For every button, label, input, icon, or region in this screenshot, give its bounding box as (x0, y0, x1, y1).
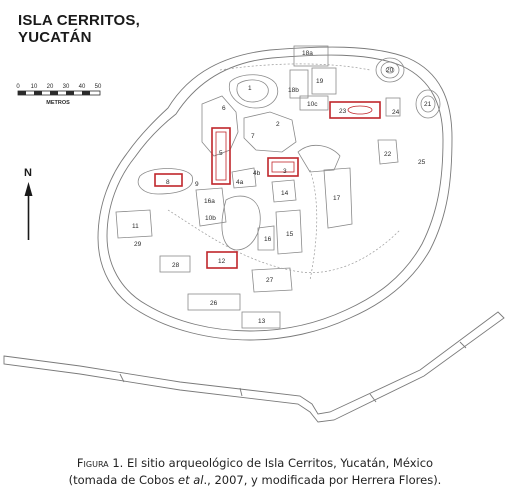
label-structure-14: 14 (281, 190, 289, 197)
highlighted-structures (154, 101, 381, 269)
label-structure-2: 2 (276, 121, 280, 128)
label-structure-4a: 4a (236, 179, 244, 186)
highlight-structure-23-inner (347, 105, 373, 115)
map-title-line2: YUCATÁN (18, 29, 92, 46)
footpaths (167, 63, 401, 281)
label-structure-5: 5 (219, 150, 223, 157)
label-structure-28: 28 (172, 262, 180, 269)
caption-text-2b: ., 2007, y modificada por Herrera Flores… (203, 473, 442, 487)
figure-label: Figura 1. (76, 456, 124, 470)
label-structure-18b: 18b (288, 87, 299, 94)
label-structure-8: 8 (166, 179, 170, 186)
label-structure-4b: 4b (253, 170, 261, 177)
label-structure-6: 6 (222, 105, 226, 112)
scale-tick-20: 20 (47, 84, 54, 90)
label-structure-26: 26 (210, 300, 218, 307)
label-structure-23: 23 (339, 108, 347, 115)
label-structure-22: 22 (384, 151, 392, 158)
label-structure-3: 3 (283, 168, 287, 175)
label-structure-16: 16 (264, 236, 272, 243)
island-outline (97, 46, 453, 341)
label-structure-21: 21 (424, 101, 432, 108)
label-structure-1: 1 (248, 85, 252, 92)
scale-tick-30: 30 (63, 84, 70, 90)
north-arrow: N (24, 167, 33, 240)
north-arrow-head-icon (24, 182, 33, 196)
highlight-structure-12 (206, 251, 238, 269)
structure-outlines (115, 45, 441, 329)
scale-unit: METROS (46, 100, 70, 106)
label-structure-16a: 16a (204, 198, 215, 205)
north-label: N (24, 167, 32, 179)
highlight-structure-5-inner (215, 131, 227, 181)
highlight-structure-23 (329, 101, 381, 119)
label-structure-13: 13 (258, 318, 266, 325)
caption-text-1: El sitio arqueológico de Isla Cerritos, … (123, 456, 434, 470)
scale-tick-50: 50 (95, 84, 102, 90)
label-structure-24: 24 (392, 109, 400, 116)
scale-tick-0: 0 (16, 84, 20, 90)
figure-caption-line1: Figura 1. El sitio arqueológico de Isla … (0, 456, 510, 470)
structure-labels: 1 2 3 4a 4b 5 6 7 8 9 10b 10c 11 12 13 1… (132, 50, 432, 325)
label-structure-9: 9 (195, 181, 199, 188)
figure-caption-line2: (tomada de Cobos et al., 2007, y modific… (0, 473, 510, 487)
label-structure-20: 20 (386, 67, 394, 74)
label-structure-7: 7 (251, 133, 255, 140)
highlight-structure-3-inner (271, 161, 295, 173)
label-structure-18a: 18a (302, 50, 313, 57)
map-title-line1: ISLA CERRITOS, (18, 12, 140, 29)
label-structure-19: 19 (316, 78, 324, 85)
label-structure-10c: 10c (307, 101, 318, 108)
scale-tick-40: 40 (79, 84, 86, 90)
label-structure-11: 11 (132, 223, 139, 230)
label-structure-17: 17 (333, 195, 341, 202)
label-structure-15: 15 (286, 231, 294, 238)
label-structure-12: 12 (218, 258, 226, 265)
highlight-structure-5 (211, 127, 231, 185)
caption-text-2a: (tomada de Cobos (68, 473, 179, 487)
scale-bar: 0 10 20 30 40 50 METROS (16, 84, 102, 106)
highlight-structure-8 (154, 173, 183, 187)
highlight-structure-3 (267, 157, 299, 177)
label-structure-29: 29 (134, 241, 142, 248)
label-structure-27: 27 (266, 277, 274, 284)
scale-tick-10: 10 (31, 84, 38, 90)
sea-wall (3, 311, 505, 423)
label-structure-25: 25 (418, 159, 426, 166)
caption-text-2-italic: et al (178, 473, 204, 487)
label-structure-10b: 10b (205, 215, 216, 222)
